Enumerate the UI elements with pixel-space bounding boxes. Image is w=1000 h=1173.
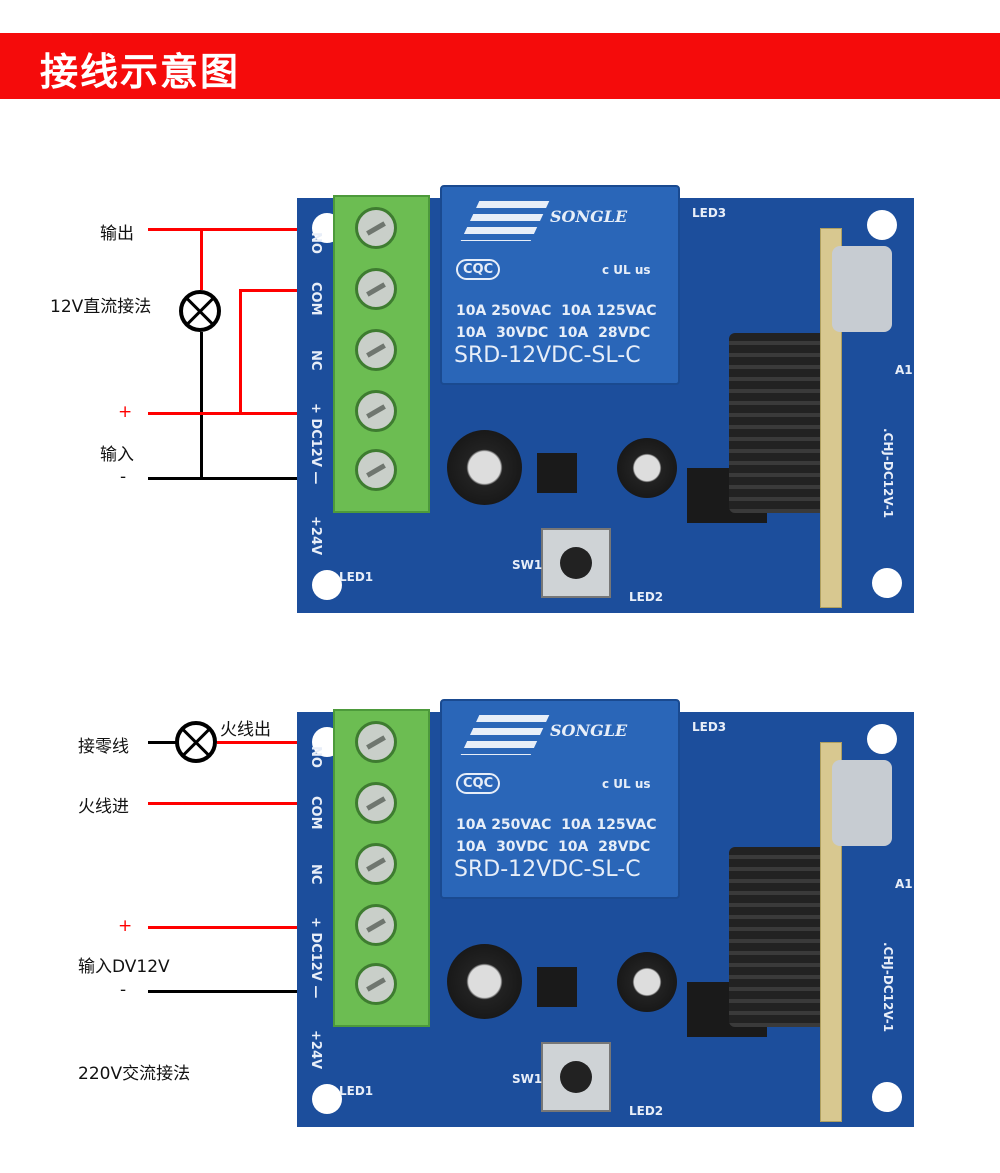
terminal-block (333, 709, 430, 1027)
relay-board: NO COM NC + DC12V — +24V SONGLE CQC c UL… (297, 185, 914, 613)
relay-board: NO COM NC + DC12V — +24V SONGLE CQC c UL… (297, 699, 914, 1127)
antenna-coil (729, 333, 829, 513)
pcb-a1: A1 (895, 363, 913, 377)
pcb-model: .CHJ-DC12V-1 (881, 428, 895, 519)
crystal (832, 760, 892, 846)
label-24v: +24V (308, 516, 323, 556)
learn-button[interactable] (541, 528, 611, 598)
wire-positive (148, 926, 297, 929)
pcb-a1: A1 (895, 877, 913, 891)
pcb-model: .CHJ-DC12V-1 (881, 942, 895, 1033)
screw-no[interactable] (355, 207, 397, 249)
wire-output-to-lamp (200, 228, 203, 290)
screw-minus[interactable] (355, 963, 397, 1005)
mount-hole (867, 210, 897, 240)
pcb-led3: LED3 (692, 206, 727, 220)
pcb-led3: LED3 (692, 720, 727, 734)
wire-com (239, 289, 297, 292)
relay-brand: SONGLE (550, 721, 628, 740)
relay-model: SRD-12VDC-SL-C (454, 343, 641, 368)
relay: SONGLE CQC c UL us 10A 250VAC 10A 125VAC… (440, 699, 680, 899)
songle-logo (460, 715, 550, 755)
label-com: COM (308, 282, 323, 316)
label-neutral: 接零线 (78, 737, 129, 757)
mount-hole (872, 568, 902, 598)
mount-hole (872, 1082, 902, 1112)
wire-negative (148, 990, 297, 993)
screw-com[interactable] (355, 268, 397, 310)
learn-button[interactable] (541, 1042, 611, 1112)
capacitor-large (447, 430, 522, 505)
pcb-led1: LED1 (339, 570, 374, 584)
ul-mark: c UL us (602, 263, 651, 277)
wire-live-out (217, 741, 297, 744)
screw-nc[interactable] (355, 329, 397, 371)
label-com: COM (308, 796, 323, 830)
label-live-out: 火线出 (220, 720, 271, 740)
label-dc12v: + DC12V — (308, 917, 323, 999)
relay-model: SRD-12VDC-SL-C (454, 857, 641, 882)
capacitor-small (617, 952, 677, 1012)
wire-positive (148, 412, 297, 415)
wire-live-in (148, 802, 297, 805)
relay-rating-2: 10A 30VDC 10A 28VDC (456, 325, 651, 341)
header-banner: 接线示意图 (0, 33, 1000, 99)
cqc-mark: CQC (456, 259, 501, 280)
wire-neutral (148, 741, 177, 744)
label-plus: + (118, 916, 133, 936)
regulator-chip (537, 967, 577, 1007)
ul-mark: c UL us (602, 777, 651, 791)
songle-logo (460, 201, 550, 241)
lamp-icon (179, 290, 221, 332)
label-220v-ac-method: 220V交流接法 (78, 1064, 191, 1084)
mount-hole (867, 724, 897, 754)
label-no: NO (308, 746, 323, 768)
wire-com-bridge (239, 289, 242, 414)
relay-rating-2: 10A 30VDC 10A 28VDC (456, 839, 651, 855)
antenna-coil (729, 847, 829, 1027)
label-nc: NC (308, 864, 323, 885)
relay: SONGLE CQC c UL us 10A 250VAC 10A 125VAC… (440, 185, 680, 385)
screw-plus[interactable] (355, 904, 397, 946)
page-title: 接线示意图 (40, 50, 241, 94)
mount-hole (312, 1084, 342, 1114)
pcb-sw1: SW1 (512, 1072, 543, 1086)
label-12v-dc-method: 12V直流接法 (50, 297, 152, 317)
capacitor-large (447, 944, 522, 1019)
lamp-icon (175, 721, 217, 763)
pcb-led2: LED2 (629, 1104, 664, 1118)
screw-plus[interactable] (355, 390, 397, 432)
label-live-in: 火线进 (78, 797, 129, 817)
label-dc12v: + DC12V — (308, 403, 323, 485)
wire-lamp-to-negative (200, 332, 203, 479)
wire-negative (148, 477, 297, 480)
cqc-mark: CQC (456, 773, 501, 794)
regulator-chip (537, 453, 577, 493)
terminal-block (333, 195, 430, 513)
capacitor-small (617, 438, 677, 498)
pcb-led1: LED1 (339, 1084, 374, 1098)
screw-no[interactable] (355, 721, 397, 763)
screw-com[interactable] (355, 782, 397, 824)
screw-minus[interactable] (355, 449, 397, 491)
pcb-led2: LED2 (629, 590, 664, 604)
label-input-dv12v: 输入DV12V (78, 957, 170, 977)
label-24v: +24V (308, 1030, 323, 1070)
mount-hole (312, 570, 342, 600)
label-minus: - (120, 980, 127, 1000)
relay-rating-1: 10A 250VAC 10A 125VAC (456, 303, 657, 319)
label-output: 输出 (100, 224, 134, 244)
wire-output (148, 228, 297, 231)
label-nc: NC (308, 350, 323, 371)
label-minus: - (120, 467, 127, 487)
crystal (832, 246, 892, 332)
label-plus: + (118, 402, 133, 422)
label-no: NO (308, 232, 323, 254)
relay-brand: SONGLE (550, 207, 628, 226)
label-input: 输入 (100, 445, 134, 465)
relay-rating-1: 10A 250VAC 10A 125VAC (456, 817, 657, 833)
pcb-sw1: SW1 (512, 558, 543, 572)
screw-nc[interactable] (355, 843, 397, 885)
